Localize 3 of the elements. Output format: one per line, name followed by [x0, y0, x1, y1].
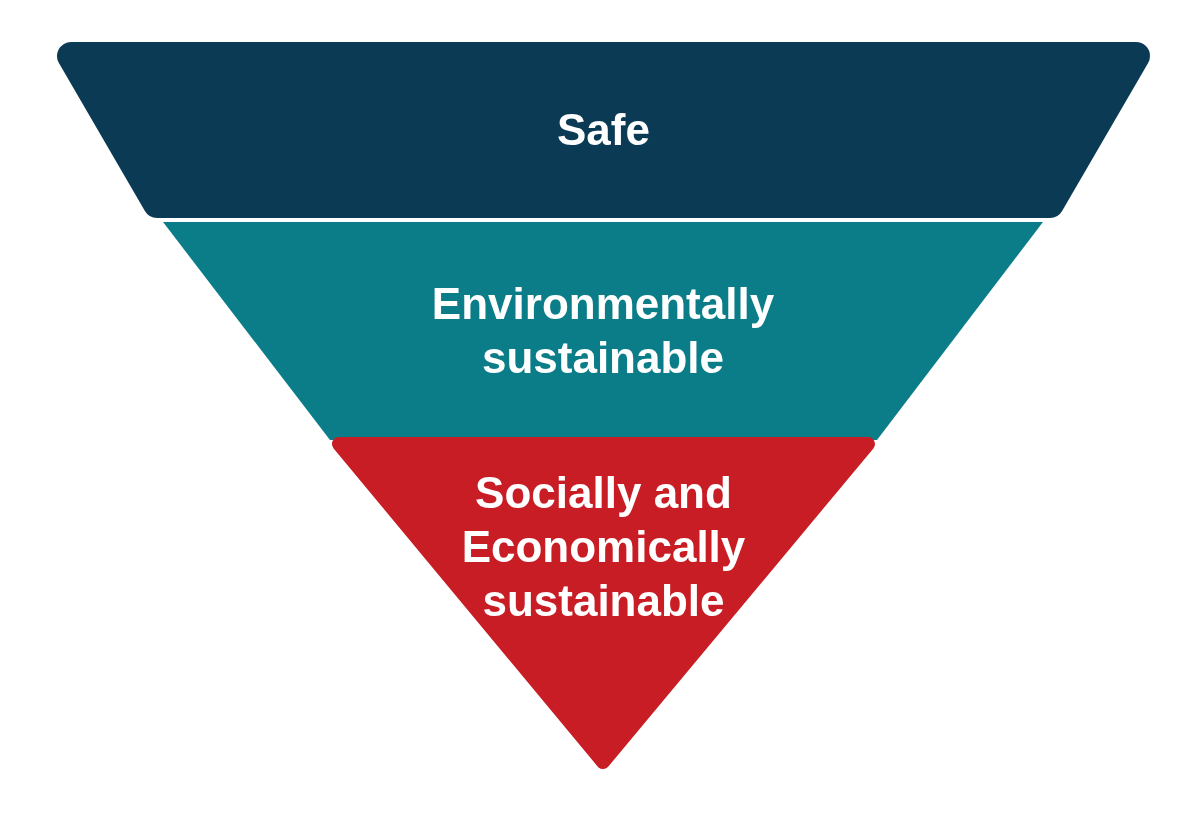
band-label: Environmentally sustainable	[430, 278, 776, 384]
band-label: Safe	[557, 104, 650, 156]
band-label: Socially and Economically sustainable	[460, 467, 747, 627]
